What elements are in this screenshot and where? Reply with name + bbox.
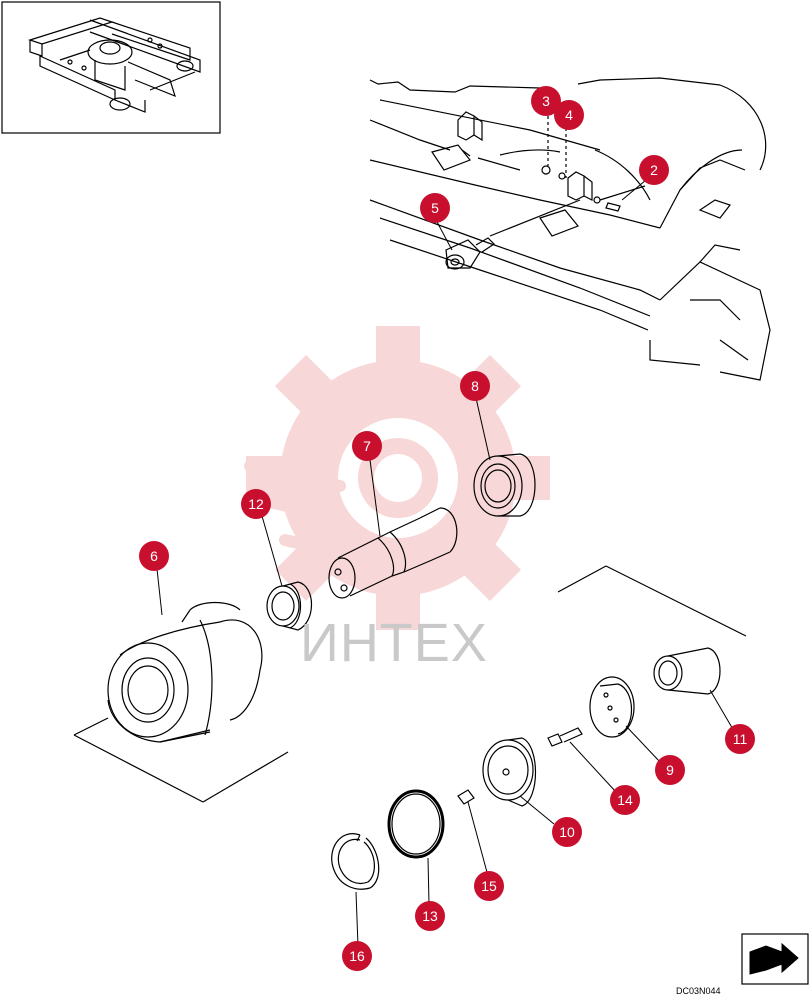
overview-thumbnail (1, 1, 221, 134)
callout-3: 3 (531, 86, 561, 116)
callout-13: 13 (415, 901, 445, 931)
callout-circle (655, 755, 685, 785)
callout-7: 7 (352, 431, 382, 461)
callout-circle (639, 155, 669, 185)
callout-number: 5 (431, 200, 439, 216)
callout-badges: 2 34 5 6 7 8 9 10 11 12 13 14 15 16 (139, 86, 755, 971)
callout-16: 16 (342, 941, 372, 971)
callout-5: 5 (420, 193, 450, 223)
callout-number: 10 (559, 824, 575, 840)
callout-number: 16 (349, 948, 365, 964)
callout-number: 3 (542, 93, 550, 109)
callout-circle (420, 193, 450, 223)
callout-number: 12 (248, 496, 264, 512)
callout-6: 6 (139, 541, 169, 571)
callout-circle (725, 724, 755, 754)
callout-4: 4 (554, 100, 584, 130)
callout-circle (241, 489, 271, 519)
callout-number: 15 (481, 878, 497, 894)
callout-8: 8 (460, 371, 490, 401)
callout-12: 12 (241, 489, 271, 519)
callout-circle (474, 871, 504, 901)
callout-circle (552, 817, 582, 847)
callout-9: 9 (655, 755, 685, 785)
drawing-code: DC03N044 (676, 986, 721, 996)
callout-number: 11 (733, 731, 748, 747)
leader-lines (156, 179, 735, 947)
callout-circle (460, 371, 490, 401)
watermark-text: ИНТЕХ (300, 613, 488, 673)
callout-circle (554, 100, 584, 130)
callout-circle (352, 431, 382, 461)
callout-circle (342, 941, 372, 971)
callout-number: 4 (565, 107, 573, 123)
callout-15: 15 (474, 871, 504, 901)
track-frame-drawing (369, 77, 771, 381)
callout-number: 14 (617, 792, 633, 808)
callout-circle (139, 541, 169, 571)
direction-arrow-icon (741, 933, 809, 985)
callout-10: 10 (552, 817, 582, 847)
callout-circle (531, 86, 561, 116)
callout-number: 9 (666, 762, 674, 778)
callout-number: 7 (363, 438, 371, 454)
callout-2: 2 (639, 155, 669, 185)
roller-parts-drawing (73, 453, 747, 890)
callout-number: 13 (422, 908, 438, 924)
callout-11: 11 (725, 724, 755, 754)
callout-circle (415, 901, 445, 931)
callout-14: 14 (610, 785, 640, 815)
callout-number: 2 (650, 162, 658, 178)
callout-circle (610, 785, 640, 815)
callout-number: 6 (150, 548, 158, 564)
callout-number: 8 (471, 378, 479, 394)
